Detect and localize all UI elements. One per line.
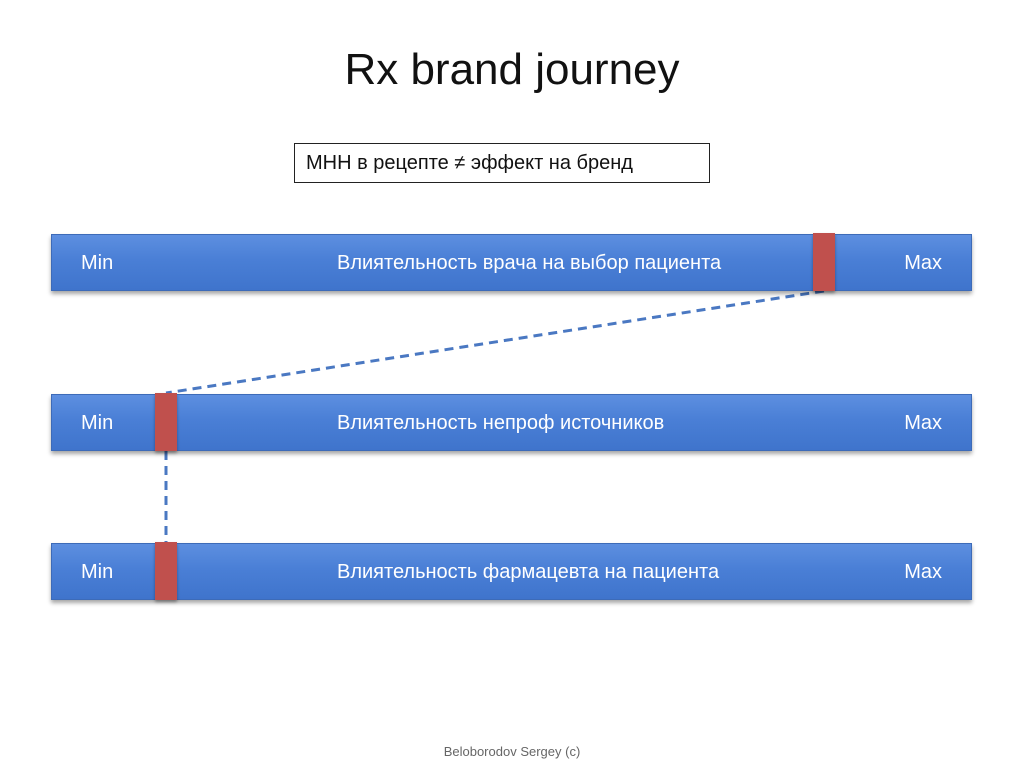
influence-bar-pharmacist: Min Влиятельность фармацевта на пациента… [51,543,972,600]
note-box: МНН в рецепте ≠ эффект на бренд [294,143,710,183]
bar-label: Влиятельность фармацевта на пациента [337,561,720,583]
bar-min-label: Min [81,252,114,274]
slide-title: Rx brand journey [344,45,680,94]
bar-max-label: Max [904,412,942,434]
bar-label: Влиятельность врача на выбор пациента [337,252,722,274]
bar-min-label: Min [81,412,114,434]
bar-max-label: Max [904,252,942,274]
position-marker [155,542,177,600]
position-marker [155,393,177,451]
bar-max-label: Max [904,561,942,583]
footer-credit: Beloborodov Sergey (c) [443,744,581,759]
connector-line-1 [165,289,825,395]
influence-bar-nonprof: Min Влиятельность непроф источников Max [51,394,972,451]
bar-min-label: Min [81,561,114,583]
position-marker [813,233,835,291]
bar-label: Влиятельность непроф источников [337,412,665,434]
